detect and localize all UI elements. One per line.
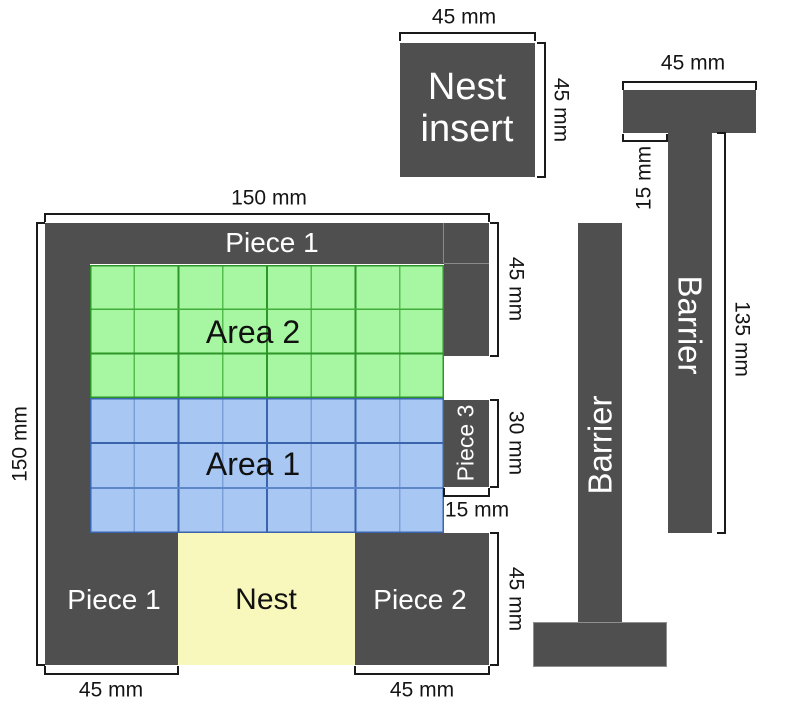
dim-text-bottom-left-45: 45 mm [78,678,144,702]
area1-grid [90,398,444,533]
label-piece3: Piece 3 [452,404,479,482]
dim-text-top-150: 150 mm [231,186,307,210]
barrier-right-top-bar [623,90,756,133]
apparatus-bottom-right-piece2 [355,533,489,665]
label-area1: Area 1 [205,446,301,482]
nest-area [178,533,355,665]
label-nest-insert-line2: insert [420,108,514,150]
barrier-right-stem [668,133,712,533]
apparatus-right-upper-wall [444,264,489,356]
dim-text-piece3-15: 15 mm [444,498,510,522]
label-barrier-middle: Barrier [581,395,619,495]
label-piece1-bottom: Piece 1 [67,584,161,615]
label-barrier-right: Barrier [671,275,709,375]
dim-bracket-left-150 [36,222,45,666]
label-area2: Area 2 [205,314,301,350]
dim-text-bottom-right-45: 45 mm [389,678,455,702]
apparatus-left-wall [45,264,90,533]
dim-bracket-bottom-right-45 [354,666,490,675]
dim-bracket-piece3-15 [443,488,490,497]
dim-bracket-top-150 [44,213,490,222]
apparatus-top-bar-piece1 [45,223,489,264]
area2-grid [90,265,444,398]
label-piece1-top: Piece 1 [225,227,319,258]
label-nest-insert: Nest insert [420,66,514,151]
label-nest: Nest [235,583,297,616]
dim-text-barrier-45: 45 mm [660,51,726,75]
dim-text-right-45-upper: 45 mm [504,256,528,322]
dim-bracket-barrier-135 [717,132,726,534]
dim-text-insert-45-top: 45 mm [431,5,497,29]
barrier-middle-base [533,622,667,667]
dim-bracket-barrier-15 [622,134,668,142]
dim-bracket-right-30 [490,399,499,488]
dim-text-right-45-lower: 45 mm [504,566,528,632]
barrier-middle-stem [578,223,622,622]
dim-text-right-30: 30 mm [504,410,528,476]
dim-bracket-right-45-lower [490,532,499,666]
nest-insert-block [400,43,535,177]
apparatus-bottom-left-piece1 [45,533,178,665]
dim-bracket-barrier-45 [622,81,757,90]
dim-text-barrier-135: 135 mm [730,301,754,377]
dim-bracket-right-45-upper [490,222,499,357]
label-piece2: Piece 2 [373,584,467,615]
dim-bracket-bottom-left-45 [44,666,179,675]
dim-text-insert-45-right: 45 mm [549,77,573,143]
apparatus-piece3-block [444,400,489,487]
dim-bracket-insert-45-top [399,32,536,41]
dim-text-left-150: 150 mm [8,406,32,482]
dim-text-barrier-15: 15 mm [632,145,656,211]
label-nest-insert-line1: Nest [427,66,507,109]
dim-bracket-insert-45-right [537,42,546,178]
